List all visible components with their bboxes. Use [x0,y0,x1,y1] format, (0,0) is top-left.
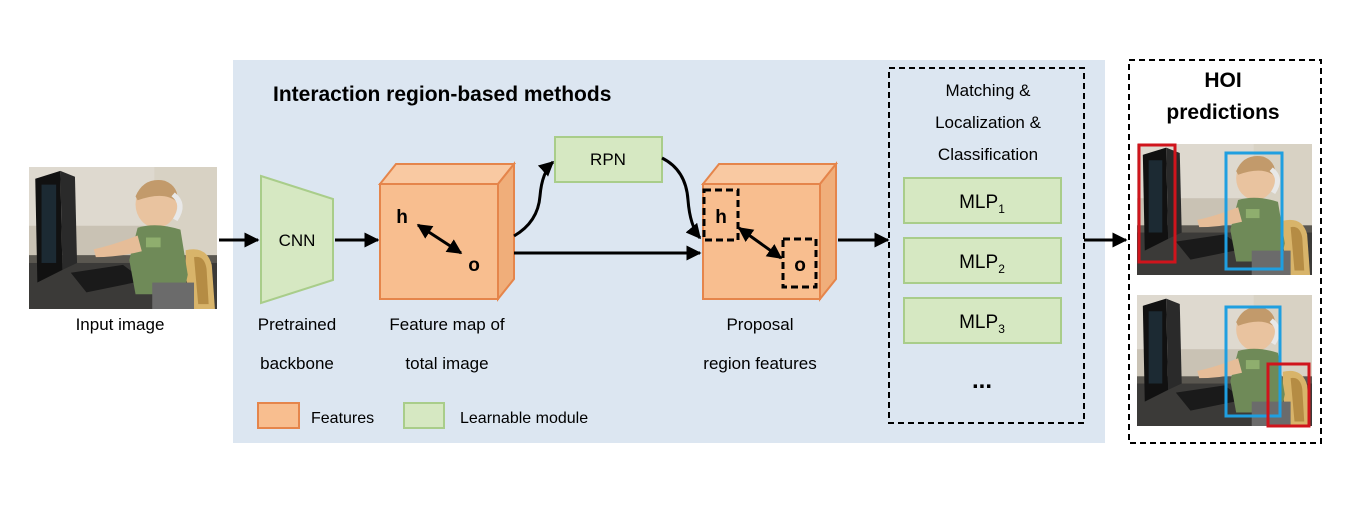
mlp-2: MLP2 [903,237,1062,284]
matching-title-line1: Matching & [945,81,1031,100]
legend-features-label: Features [311,410,374,427]
svg-text:MLP1: MLP1 [959,192,1005,216]
panel-title: Interaction region-based methods [273,83,611,106]
hoi-prediction-1 [1137,143,1312,275]
proposal-o: o [794,255,806,276]
mlp-2-subscript: 2 [998,262,1005,276]
legend-learnable-swatch [403,402,445,429]
hoi-prediction-2 [1137,295,1312,428]
hoi-box [1128,59,1322,444]
feature-map-h: h [396,207,408,228]
proposal-h: h [715,207,727,228]
cnn-label: CNN [279,231,316,250]
object-box [1137,143,1177,264]
arrow-rpn-to-proposal [661,156,702,240]
human-box [1224,151,1284,271]
mlp-1-label: MLP [959,192,998,213]
hoi-title-line2: predictions [1166,101,1279,124]
mlp-1: MLP1 [903,177,1062,224]
matching-title-line2: Localization & [935,113,1042,132]
backbone-caption-line1: Pretrained [258,315,336,334]
rpn-module [554,136,663,183]
proposal-ho-arrow [737,226,783,260]
input-image [29,167,217,309]
rpn-label: RPN [590,150,626,169]
proposal-o-box [781,237,818,289]
human-box [1224,305,1282,418]
arrow-featuremap-to-rpn [513,160,555,238]
feature-map-cube [377,161,517,302]
mlp-3: MLP3 [903,297,1062,344]
svg-text:MLP3: MLP3 [959,312,1005,336]
mlp-3-label: MLP [959,312,998,333]
proposal-caption-line2: region features [703,354,816,373]
matching-box [888,67,1085,424]
hoi-title-line1: HOI [1204,69,1241,92]
mlp-1-subscript: 1 [998,202,1005,216]
object-box [1266,362,1311,428]
mlp-2-label: MLP [959,252,998,273]
legend-learnable-label: Learnable module [460,410,588,427]
feature-map-ho-arrow [416,223,463,255]
feature-map-caption-line1: Feature map of [389,315,505,334]
input-image-caption: Input image [76,315,165,334]
backbone-caption-line2: backbone [260,354,334,373]
feature-map-o: o [468,255,480,276]
cnn-module [260,174,334,305]
proposal-caption-line1: Proposal [726,315,793,334]
mlp-ellipsis: ... [972,367,992,394]
proposal-h-box [702,188,740,242]
matching-title-line3: Classification [938,145,1038,164]
legend-features-swatch [257,402,300,429]
svg-text:MLP2: MLP2 [959,252,1005,276]
mlp-3-subscript: 3 [998,322,1005,336]
feature-map-caption-line2: total image [405,354,488,373]
